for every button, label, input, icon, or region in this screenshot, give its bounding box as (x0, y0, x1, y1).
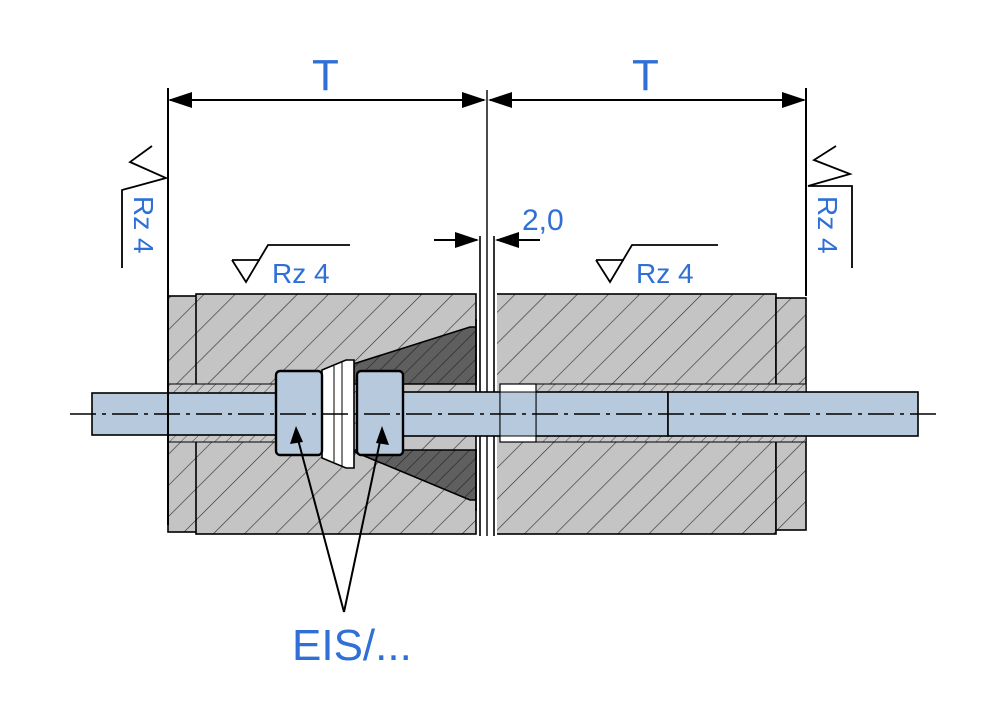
roughness-symbol-side-left-icon (121, 145, 169, 268)
dimension-lines (167, 88, 807, 525)
roughness-symbol-side-right-icon (807, 145, 853, 268)
gap-label: 2,0 (522, 204, 564, 237)
insert-left (274, 369, 324, 457)
dimension-left-label: T (312, 51, 339, 100)
roughness-top-right-label: Rz 4 (636, 258, 694, 289)
roughness-symbol-top-left-icon (231, 244, 350, 284)
roughness-side-right-label: Rz 4 (812, 196, 843, 254)
insert-right (355, 369, 405, 457)
callout-leaders (290, 426, 389, 613)
roughness-symbol-top-right-icon (595, 244, 718, 284)
roughness-top-left-label: Rz 4 (272, 258, 330, 289)
callout-label: EIS/... (292, 621, 412, 670)
roughness-side-left-label: Rz 4 (128, 196, 159, 254)
split-gap (477, 90, 497, 536)
dimension-right-label: T (632, 51, 659, 100)
shaft (91, 383, 919, 443)
